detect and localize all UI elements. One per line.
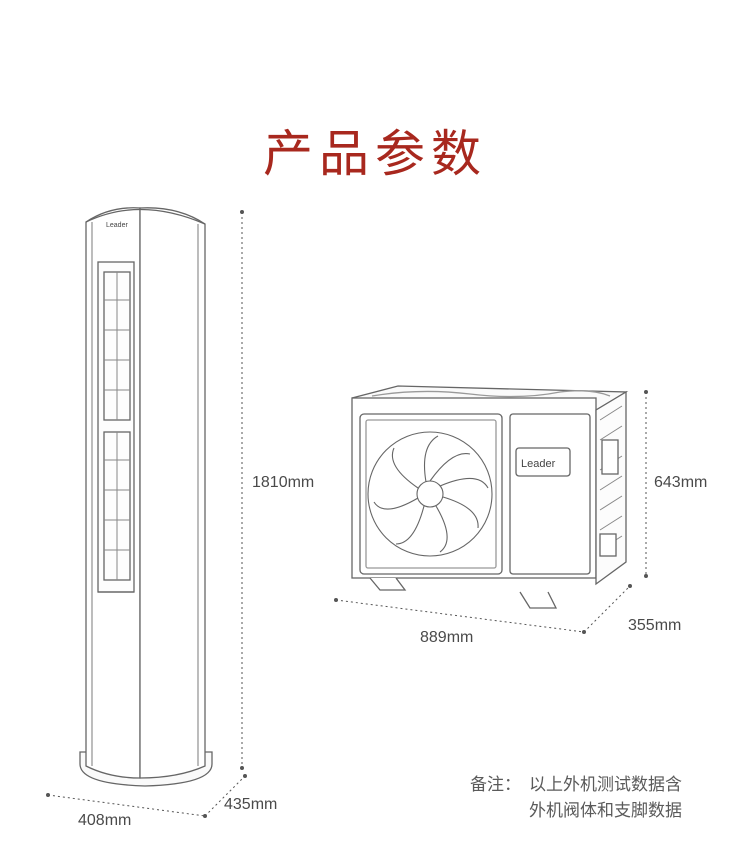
indoor-width-label: 408mm bbox=[78, 812, 132, 829]
outdoor-width-dimension bbox=[335, 599, 585, 633]
indoor-depth-label: 435mm bbox=[224, 796, 278, 813]
indoor-width-dimension bbox=[47, 794, 206, 817]
outdoor-height-label: 643mm bbox=[654, 474, 708, 491]
indoor-height-label: 1810mm bbox=[252, 474, 315, 491]
note-label: 备注： bbox=[470, 775, 521, 795]
note-line-1: 以上外机测试数据含 bbox=[529, 775, 682, 795]
note-line-2: 外机阀体和支脚数据 bbox=[529, 801, 682, 821]
outdoor-depth-dimension bbox=[583, 585, 631, 633]
page-title: 产品参数 bbox=[263, 124, 487, 183]
indoor-unit-drawing bbox=[79, 207, 213, 787]
fan-icon bbox=[367, 431, 493, 557]
outdoor-width-label: 889mm bbox=[420, 629, 474, 646]
outdoor-brand-logo: Leader bbox=[521, 458, 556, 470]
outdoor-unit-drawing bbox=[351, 385, 629, 609]
indoor-brand-logo: Leader bbox=[106, 222, 128, 229]
outdoor-depth-label: 355mm bbox=[628, 617, 682, 634]
